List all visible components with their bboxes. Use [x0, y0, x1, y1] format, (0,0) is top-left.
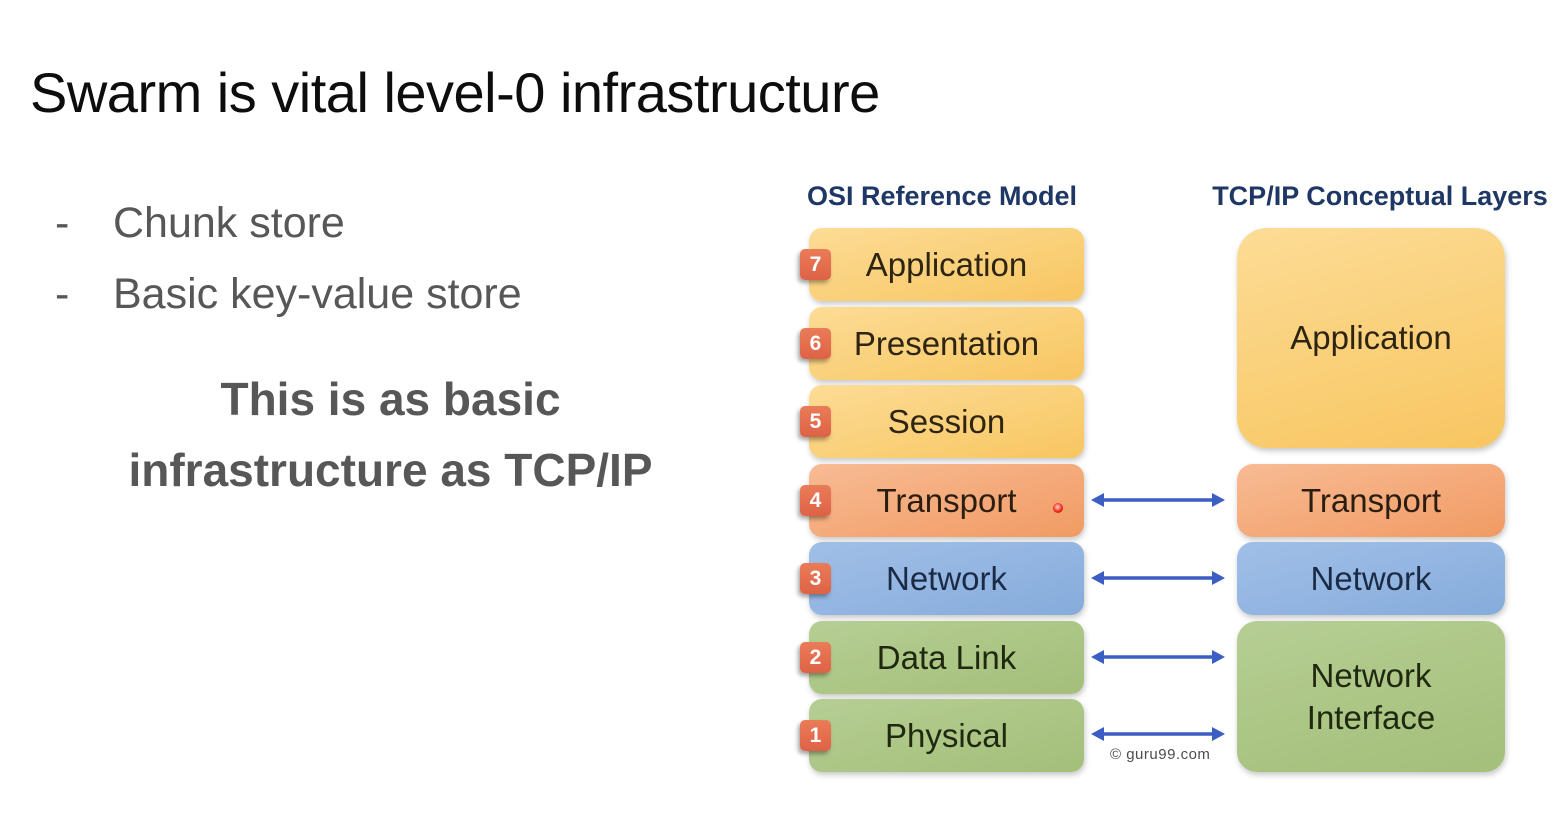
- emphasis-line: This is as basic: [220, 373, 561, 425]
- bidirectional-arrow-network: [1091, 571, 1225, 585]
- slide-title: Swarm is vital level-0 infrastructure: [30, 61, 880, 124]
- layer-label: Physical: [885, 716, 1008, 754]
- layer-label: Application: [865, 245, 1028, 283]
- layer-label: Transport: [1301, 481, 1441, 519]
- bidirectional-arrow-physical: [1091, 727, 1225, 741]
- layer-label: Network Interface: [1306, 656, 1436, 736]
- tcpip-layer-network-interface: Network Interface: [1237, 621, 1505, 772]
- osi-layer-presentation: 6 Presentation: [800, 307, 1084, 380]
- bullet-marker: -: [55, 199, 70, 247]
- tcpip-layer-application: Application: [1237, 228, 1505, 448]
- layer-number-badge: 5: [800, 406, 831, 437]
- layer-number-badge: 3: [800, 563, 831, 594]
- osi-layer-data-link: 2 Data Link: [800, 621, 1084, 694]
- bullet-text: Basic key-value store: [113, 270, 522, 318]
- layer-number-badge: 1: [800, 720, 831, 751]
- bullet-list: - Chunk store - Basic key-value store: [55, 188, 522, 330]
- bidirectional-arrow-data-link: [1091, 650, 1225, 664]
- osi-column-header: OSI Reference Model: [806, 181, 1078, 211]
- bullet-text: Chunk store: [113, 199, 345, 247]
- emphasis-line: infrastructure as TCP/IP: [128, 444, 653, 496]
- layer-number-badge: 4: [800, 485, 831, 516]
- bidirectional-arrow-transport: [1091, 493, 1225, 507]
- layer-label: Transport: [876, 481, 1017, 519]
- bullet-marker: -: [55, 270, 70, 318]
- layer-label: Data Link: [876, 638, 1017, 676]
- layer-label: Application: [1290, 319, 1452, 356]
- bullet-item: - Basic key-value store: [55, 259, 522, 330]
- osi-layer-session: 5 Session: [800, 385, 1084, 458]
- bullet-item: - Chunk store: [55, 188, 522, 259]
- tcpip-column-header: TCP/IP Conceptual Layers: [1212, 181, 1548, 211]
- tcpip-layer-network: Network: [1237, 542, 1505, 615]
- layer-number-badge: 2: [800, 642, 831, 673]
- layer-label: Network: [885, 559, 1008, 597]
- laser-pointer-dot: [1053, 503, 1063, 513]
- osi-layer-application: 7 Application: [800, 228, 1084, 301]
- watermark: © guru99.com: [1110, 746, 1211, 763]
- layer-number-badge: 6: [800, 328, 831, 359]
- emphasis-text: This is as basic infrastructure as TCP/I…: [58, 364, 723, 506]
- tcpip-layer-transport: Transport: [1237, 464, 1505, 537]
- layer-number-badge: 7: [800, 249, 831, 280]
- osi-layer-network: 3 Network: [800, 542, 1084, 615]
- layer-label: Session: [887, 402, 1006, 440]
- layer-label: Network: [1310, 559, 1432, 597]
- osi-layer-physical: 1 Physical: [800, 699, 1084, 772]
- osi-layer-transport: 4 Transport: [800, 464, 1084, 537]
- layer-label: Presentation: [853, 324, 1040, 362]
